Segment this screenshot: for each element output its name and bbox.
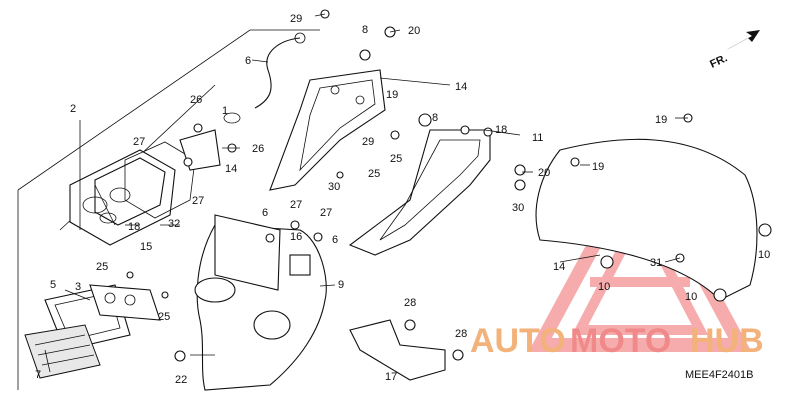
- callout: 16: [290, 231, 302, 243]
- callout: 17: [385, 371, 397, 383]
- watermark-text: AUTO MOTO HUB: [470, 322, 764, 360]
- rear-cowl-cover: [535, 138, 758, 301]
- callout: 30: [328, 181, 340, 193]
- svg-text:MOTO: MOTO: [570, 322, 671, 360]
- callout: 29: [290, 13, 302, 25]
- callout: 5: [50, 279, 56, 291]
- callout: 31: [650, 257, 662, 269]
- callout: 6: [262, 207, 268, 219]
- group-frame-left-top: [17, 29, 320, 191]
- diagram-code: MEE4F2401B: [685, 369, 753, 381]
- callout: 28: [455, 328, 467, 340]
- callout: 14: [553, 261, 565, 273]
- callout: 15: [140, 241, 152, 253]
- callout: 14: [455, 81, 467, 93]
- callout: 19: [655, 114, 667, 126]
- callout: 9: [338, 279, 344, 291]
- svg-text:AUTO: AUTO: [470, 322, 566, 360]
- gasket: [124, 141, 196, 219]
- callout: 28: [404, 297, 416, 309]
- svg-text:HUB: HUB: [690, 322, 764, 360]
- callout: 26: [252, 143, 264, 155]
- callout: 14: [225, 163, 237, 175]
- wire-harness: [254, 37, 301, 109]
- callout: 2: [70, 103, 76, 115]
- callout: 25: [158, 311, 170, 323]
- callout: 8: [362, 24, 368, 36]
- callout: 30: [512, 202, 524, 214]
- callout: 29: [362, 136, 374, 148]
- front-direction-label: FR.: [708, 52, 729, 70]
- callout: 8: [432, 112, 438, 124]
- callout-labels: 29 8 20 6 14 19 2 26 1 8 18 11 19 29 25 …: [35, 13, 770, 386]
- callout: 25: [96, 261, 108, 273]
- callout: 25: [390, 153, 402, 165]
- callout: 27: [192, 195, 204, 207]
- callout: 6: [245, 55, 251, 67]
- rear-subframe-bracket: [269, 69, 386, 191]
- callout: 25: [368, 168, 380, 180]
- grab-rail-stay: [348, 129, 491, 256]
- callout: 18: [495, 124, 507, 136]
- callout: 3: [75, 281, 81, 293]
- callout: 1: [222, 105, 228, 117]
- rear-fender: [194, 214, 327, 391]
- callout: 27: [320, 207, 332, 219]
- callout: 32: [168, 218, 180, 230]
- grommet: [223, 112, 241, 124]
- callout: 10: [598, 281, 610, 293]
- callout: 7: [35, 369, 41, 381]
- license-light-bracket: [89, 284, 161, 321]
- reflector: [24, 324, 101, 379]
- bolt-icon: [126, 9, 772, 362]
- callout: 27: [290, 199, 302, 211]
- callout: 26: [190, 94, 202, 106]
- callout: 18: [128, 221, 140, 233]
- callout: 11: [532, 132, 543, 144]
- license-bracket: [349, 319, 446, 381]
- callout: 19: [592, 161, 604, 173]
- callout: 20: [538, 167, 550, 179]
- callout: 10: [758, 249, 770, 261]
- callout: 20: [408, 25, 420, 37]
- callout: 6: [332, 234, 338, 246]
- leader-lines: [44, 13, 688, 373]
- callout: 19: [386, 89, 398, 101]
- tail-light-housing: [69, 149, 176, 246]
- callout: 22: [175, 374, 187, 386]
- front-direction-arrow-icon: FR.: [708, 30, 760, 71]
- callout: 10: [685, 291, 697, 303]
- callout: 27: [133, 136, 145, 148]
